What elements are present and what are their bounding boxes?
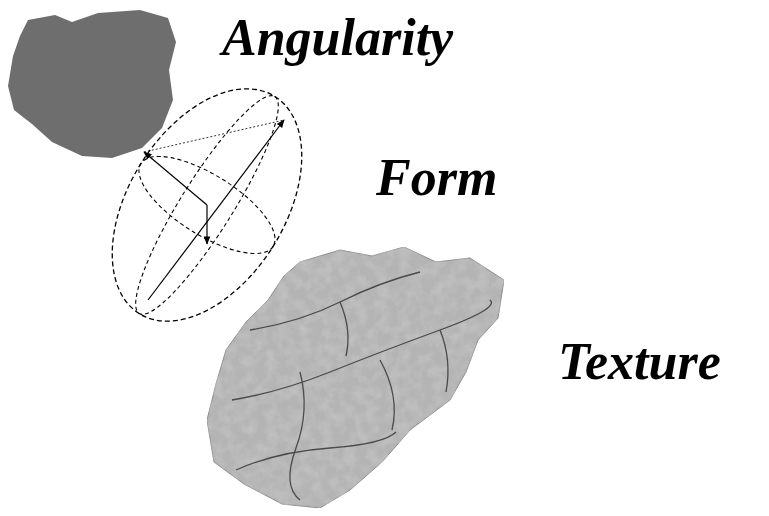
surface-cracks	[232, 272, 491, 500]
long-axis	[148, 120, 284, 300]
particle-silhouette	[8, 10, 176, 158]
short-axis	[206, 205, 207, 244]
textured-particle	[207, 247, 504, 508]
axis-guide	[144, 120, 284, 152]
label-text: Texture	[558, 336, 721, 388]
particle-surface	[207, 247, 504, 508]
intermediate-axis	[144, 152, 207, 205]
label-text: Angularity	[222, 12, 453, 64]
ellipsoid-section	[117, 83, 297, 328]
label-text: Form	[376, 152, 497, 204]
